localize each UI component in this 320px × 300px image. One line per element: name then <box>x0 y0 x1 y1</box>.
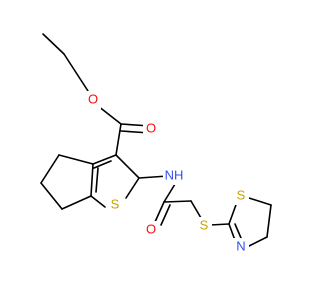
thiophene-c3-c3a-double-bond-b <box>93 160 112 169</box>
thioether-s-thiazoline-c2-bond <box>209 223 230 226</box>
chemical-structure-diagram: O O NH S O S S N <box>40 33 272 256</box>
thiazoline-nitrogen-label: N <box>236 238 245 253</box>
amide-ch2-bond <box>163 200 192 203</box>
ester-single-oxygen-label-background <box>85 91 101 109</box>
thiophene-c2-s-bond <box>125 177 140 199</box>
cyclopentane-c4-c5-bond <box>40 154 60 184</box>
amide-c-o-double-bond-b <box>160 204 171 226</box>
thiazoline-s1-c5-bond <box>248 197 272 206</box>
thiazoline-nitrogen-label-background <box>233 238 249 256</box>
amide-oxygen-label-background <box>143 221 159 239</box>
ethyl-ch3-ch2-bond <box>42 33 65 55</box>
thiophene-sulfur-label: S <box>111 196 120 211</box>
thiophene-sulfur-label-background <box>107 196 123 214</box>
ester-single-oxygen-label: O <box>88 91 98 106</box>
o-carbonyl-bond <box>97 105 122 125</box>
thioether-sulfur-label: S <box>200 217 209 232</box>
thiophene-c3-c3a-double-bond-a <box>92 154 117 165</box>
amide-nh-label-background <box>163 167 185 185</box>
thiazoline-n3-c2-double-bond-b <box>234 223 242 239</box>
thiophene-c6a-c3a-double-bond-a <box>90 163 94 197</box>
ethyl-ch2-o-bond <box>63 53 89 92</box>
atom-labels: O O NH S O S S N <box>85 91 249 256</box>
amide-c-o-double-bond-a <box>154 201 165 223</box>
ester-carbonyl-oxygen-label-background <box>143 120 159 138</box>
bond-lines <box>40 33 272 247</box>
cyclopentane-c6-c6a-bond <box>61 195 92 210</box>
thiazoline-sulfur-label-background <box>233 187 249 205</box>
cyclopentane-c5-c6-bond <box>40 182 63 210</box>
thiazoline-c5-c4-bond <box>266 204 272 238</box>
amide-oxygen-label: O <box>146 221 156 236</box>
cyclopentane-c3a-c4-bond <box>58 154 94 165</box>
thiophene-c3-c2-bond <box>115 154 140 179</box>
thioether-sulfur-label-background <box>196 217 212 235</box>
carbonyl-ring-bond <box>115 123 122 156</box>
thiazoline-c2-s1-bond <box>228 201 238 225</box>
thiophene-s-c6a-bond <box>90 195 106 208</box>
ch2-thioether-s-bond <box>190 200 202 219</box>
thiazoline-c4-n3-bond <box>248 236 268 247</box>
thiophene-c6a-c3a-double-bond-b <box>95 167 99 193</box>
amide-nh-label: NH <box>165 167 184 182</box>
ester-carbonyl-oxygen-label: O <box>146 120 156 135</box>
thiazoline-sulfur-label: S <box>237 187 246 202</box>
